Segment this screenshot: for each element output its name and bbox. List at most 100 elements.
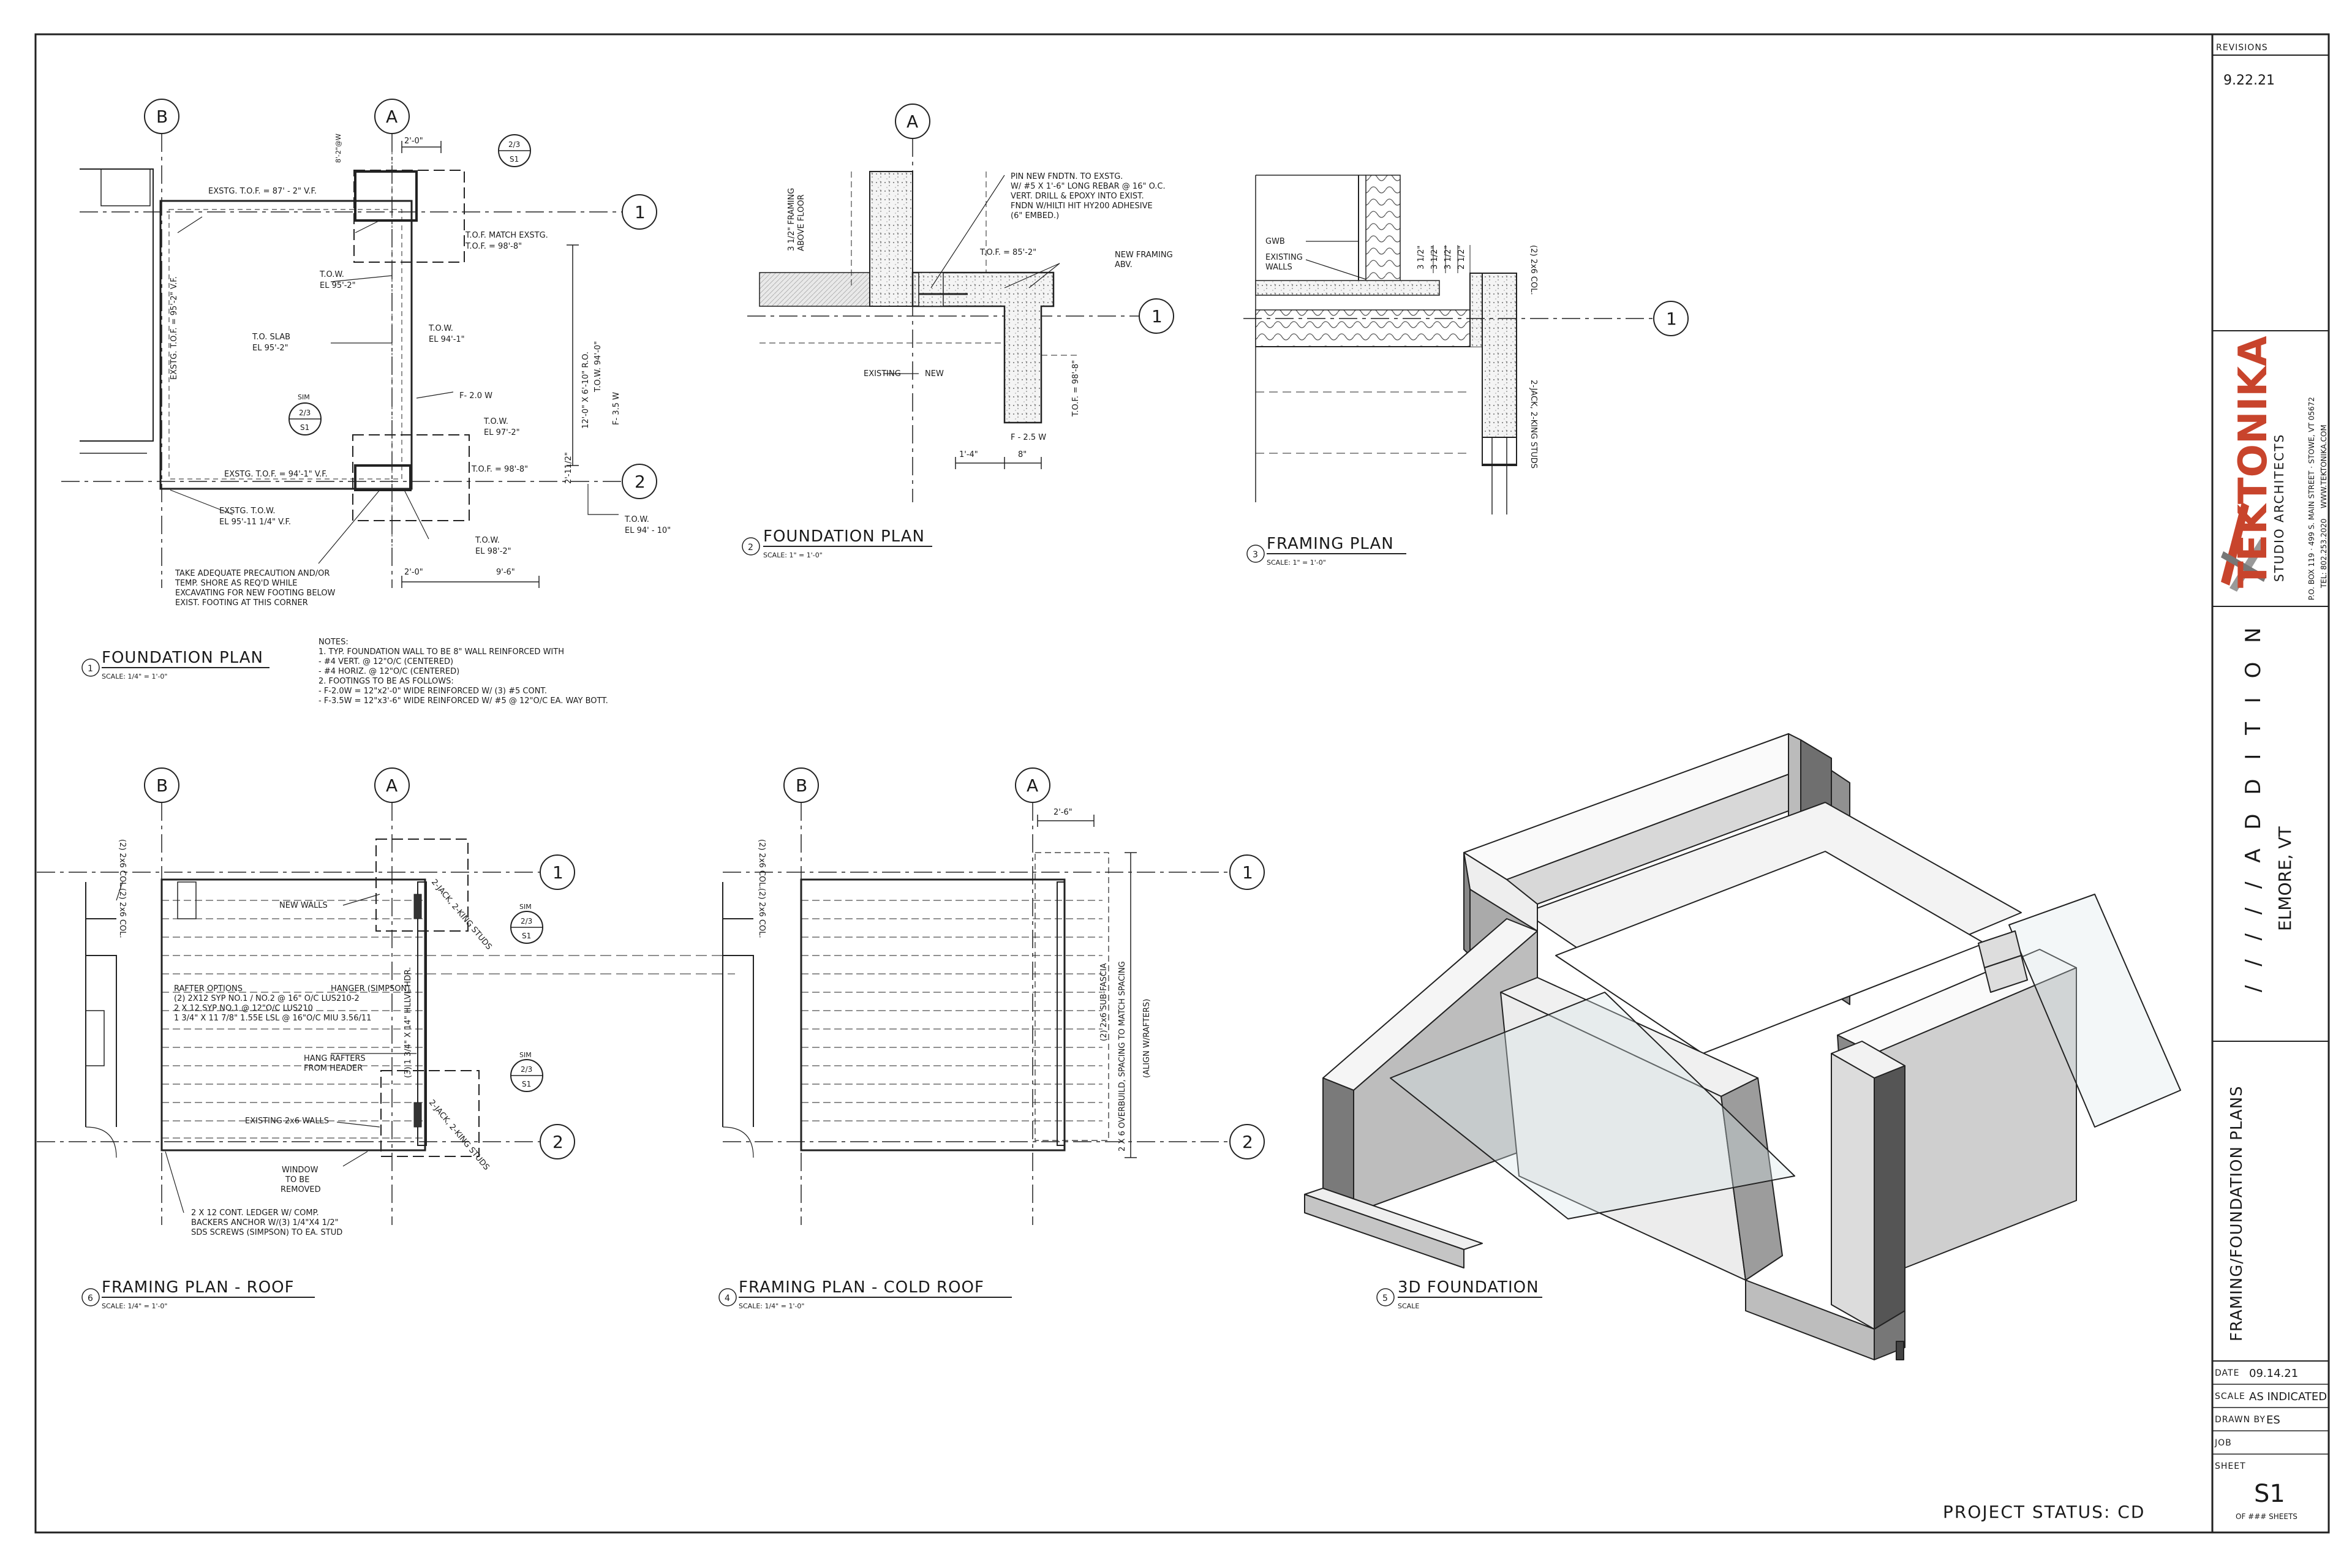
view-2-foundation-detail: A 1 (747, 104, 1174, 502)
v1-dim-vert2: T.O.W. 94'-0" (594, 341, 603, 393)
v1-exstg-left: EXSTG. T.O.F. = 95'-2" V.F. (170, 276, 179, 380)
v1-sim: SIM (298, 393, 310, 401)
v6-window-3: REMOVED (281, 1185, 321, 1194)
v6-hang-1: HANG RAFTERS (304, 1054, 366, 1063)
v6-num: 6 (88, 1294, 93, 1303)
v3-dim-2: 3 1/2" (1430, 246, 1439, 270)
firm-subtitle: STUDIO ARCHITECTS (2272, 434, 2286, 582)
v5-scale: SCALE (1398, 1302, 1419, 1310)
v6-hanger-title: HANGER (SIMPSON) (331, 984, 410, 993)
v6-grid-2: 2 (552, 1132, 564, 1152)
v4-grid-1: 1 (1242, 862, 1253, 883)
v1-sim-ref: 2/3 (299, 409, 311, 417)
v2-framing-above-2: ABOVE FLOOR (797, 194, 806, 251)
view-3-labels: GWB EXISTING WALLS 3 1/2" 3 1/2" 3 1/2" … (1265, 237, 1538, 469)
v3-num: 3 (1253, 550, 1258, 560)
view-5-title: 5 3D FOUNDATION SCALE (1376, 1278, 1542, 1310)
v2-pin-4: FNDN W/HILTI HIT HY200 ADHESIVE (1011, 202, 1153, 211)
firm-name: TEKTONIKA (2231, 336, 2276, 588)
v6-ledger-1: 2 X 12 CONT. LEDGER W/ COMP. (191, 1208, 319, 1218)
v6-rafter-3: 1 3/4" X 11 7/8" 1.55E LSL @ 16"O/C MIU … (174, 1014, 371, 1023)
v2-f25: F - 2.5 W (1011, 433, 1046, 442)
v2-scale: SCALE: 1" = 1'-0" (763, 551, 823, 559)
sheet-of: OF ### SHEETS (2236, 1512, 2297, 1521)
v1-precaution-3: EXCAVATING FOR NEW FOOTING BELOW (175, 589, 336, 598)
view-4-title: 4 FRAMING PLAN - COLD ROOF SCALE: 1/4" =… (718, 1278, 1012, 1310)
view-2-labels: PIN NEW FNDTN. TO EXSTG. W/ #5 X 1'-6" L… (787, 172, 1173, 459)
v6-rafter-1: (2) 2X12 SYP NO.1 / NO.2 @ 16" O/C LUS21… (174, 994, 360, 1003)
grid-1: 1 (635, 202, 646, 222)
v1-f20: F- 2.0 W (459, 391, 492, 401)
sheet-label: SHEET (2215, 1461, 2246, 1471)
v1-num: 1 (88, 664, 93, 674)
v1-dim-top: 8'-2"@W (334, 134, 342, 163)
v4-overbuild-2: (ALIGN W/RAFTERS) (1142, 999, 1152, 1078)
v3-existing-walls-1: EXISTING (1265, 253, 1303, 262)
v2-tof: T.O.F. = 85'-2" (979, 248, 1036, 257)
v1-dim-96: 9'-6" (496, 568, 515, 577)
v6-jack: 2-JACK, 2-KING STUDS (429, 878, 494, 952)
view-6-title: 6 FRAMING PLAN - ROOF SCALE: 1/4" = 1'-0… (81, 1278, 315, 1310)
firm-address: P.O. BOX 119 · 499 S. MAIN STREET · STOW… (2307, 397, 2316, 600)
firm-phone: TEL: 802.253.2020 (2320, 519, 2328, 589)
v6-col-left2: (2) 2x6 COL. (118, 888, 127, 938)
v1-dim-5: 2'-11/2" (564, 452, 573, 484)
v1-f35: F- 3.5 W (612, 392, 621, 425)
view-4-labels: 2'-6" (2) 2x6 COL. (2) 2x6 COL. 2 X 6 OV… (757, 808, 1152, 1152)
v6-jack-b: 2-JACK, 2-KING STUDS (427, 1098, 491, 1172)
v4-scale: SCALE: 1/4" = 1'-0" (739, 1302, 805, 1310)
v1-exstg-tow-el: EL 95'-11 1/4" V.F. (219, 518, 291, 527)
v2-new: NEW (925, 369, 944, 379)
v1-dim-vert: 12'-0" X 6'-10" R.O. (581, 352, 590, 429)
project-status: PROJECT STATUS: CD (1943, 1502, 2145, 1522)
view-3-title: 3 FRAMING PLAN SCALE: 1" = 1'-0" (1246, 535, 1406, 567)
view-1-labels: 8'-2"@W 2'-0" 2/3 S1 EXSTG. T.O.F. = 87'… (170, 134, 671, 706)
view-4-framing-cold-roof: B A 1 2 (722, 767, 1265, 1225)
v1-precaution-2: TEMP. SHORE AS REQ'D WHILE (175, 579, 297, 588)
v6-sim: SIM (519, 903, 532, 911)
v1-exstg-tow: EXSTG. T.O.W. (219, 507, 276, 516)
v6-existing-walls: EXISTING 2x6 WALLS (245, 1117, 329, 1126)
v1-tow-br-el: EL 94' - 10" (625, 526, 671, 535)
v4-col1: (2) 2x6 COL. (757, 839, 766, 889)
v5-num: 5 (1382, 1294, 1388, 1303)
v6-rafter-2: 2 X 12 SYP NO.1 @ 12"O/C LUS210 (174, 1004, 313, 1013)
v1-tow-mid-el: EL 98'-2" (475, 547, 511, 556)
v2-framing-above-1: 3 1/2" FRAMING (787, 188, 796, 251)
v2-tof2: T.O.F. = 98'-8" (1071, 360, 1080, 417)
project-location: ELMORE, VT (2275, 826, 2295, 931)
view-5-3d-foundation (1304, 733, 2181, 1360)
v4-num: 4 (725, 1294, 730, 1303)
v1-tof-match: T.O.F. MATCH EXSTG. (465, 231, 548, 240)
v6-hang-2: FROM HEADER (304, 1064, 363, 1073)
revisions-label: REVISIONS (2216, 43, 2268, 53)
v6-window-1: WINDOW (282, 1166, 318, 1175)
v1-tow-94: T.O.W. (428, 324, 453, 333)
v2-new-framing-2: ABV. (1115, 260, 1133, 270)
v1-sim-sheet-top: S1 (510, 155, 519, 164)
sheet-border (34, 33, 2330, 1534)
v3-dim-3: 3 1/2" (1444, 246, 1453, 270)
grid-a: A (386, 107, 398, 127)
v1-slab: T.O. SLAB (252, 333, 290, 342)
v3-col: (2) 2x6 COL. (1529, 245, 1538, 295)
v6-ledger-3: SDS SCREWS (SIMPSON) TO EA. STUD (191, 1228, 342, 1237)
revision-date: 9.22.21 (2223, 73, 2275, 88)
v1-dim-20b: 2'-0" (404, 568, 423, 577)
view-1-title: 1 FOUNDATION PLAN SCALE: 1/4" = 1'-0" (81, 649, 270, 680)
v6-scale: SCALE: 1/4" = 1'-0" (102, 1302, 168, 1310)
v2-num: 2 (748, 543, 753, 552)
v2-pin-1: PIN NEW FNDTN. TO EXSTG. (1011, 172, 1123, 181)
v1-note-3: - #4 HORIZ. @ 12"O/C (CENTERED) (318, 667, 459, 676)
v6-grid-a: A (386, 775, 398, 796)
v1-sim-ref-top: 2/3 (508, 140, 520, 149)
view-6-framing-roof: B A 1 2 (37, 767, 735, 1225)
v1-note-5: - F-2.0W = 12"x2'-0" WIDE REINFORCED W/ … (318, 687, 547, 696)
v4-subfascia: (2) 2x6 SUB-FASCIA (1099, 963, 1109, 1041)
drawn-by-value: ES (2266, 1414, 2280, 1427)
v5-title: 3D FOUNDATION (1398, 1278, 1539, 1297)
v6-ledger-2: BACKERS ANCHOR W/(3) 1/4"X4 1/2" (191, 1218, 339, 1227)
v1-tow-br: T.O.W. (624, 515, 649, 524)
v3-dim-4: 2 1/2" (1457, 246, 1466, 270)
v1-note-1: 1. TYP. FOUNDATION WALL TO BE 8" WALL RE… (318, 647, 564, 657)
